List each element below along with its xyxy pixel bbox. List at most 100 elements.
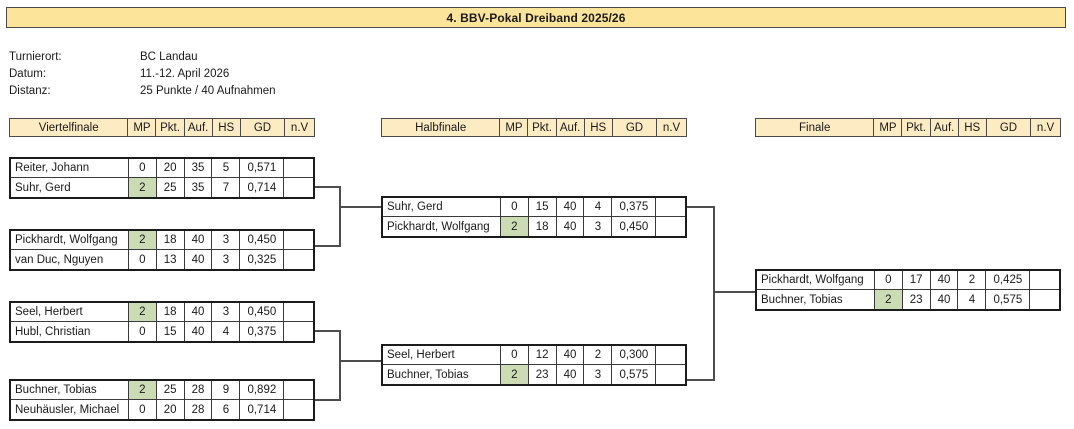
- table-row[interactable]: van Duc, Nguyen 0 13 40 3 0,325: [11, 250, 313, 269]
- cell-gd: 0,450: [612, 217, 657, 236]
- cell-hs: 5: [212, 159, 241, 177]
- cell-nv: [284, 231, 313, 249]
- cell-gd: 0,571: [240, 159, 285, 177]
- info-row-date: Datum: 11.-12. April 2026: [9, 65, 349, 82]
- cell-gd: 0,375: [240, 322, 285, 341]
- table-row[interactable]: Reiter, Johann 0 20 35 5 0,571: [11, 159, 313, 178]
- column-header-pkt: Pkt.: [156, 119, 185, 136]
- cell-gd: 0,300: [612, 346, 657, 364]
- column-header-hs: HS: [585, 119, 613, 136]
- cell-pkt: 15: [157, 322, 185, 341]
- cell-hs: 3: [584, 217, 613, 236]
- cell-auf: 40: [185, 231, 213, 249]
- column-header-auf: Auf.: [557, 119, 585, 136]
- bracket-connector-vert-final: [713, 206, 715, 381]
- cell-hs: 3: [212, 231, 241, 249]
- table-row[interactable]: Suhr, Gerd 0 15 40 4 0,375: [383, 198, 685, 217]
- bracket-connector-final-in: [713, 291, 757, 293]
- cell-nv: [284, 250, 313, 269]
- cell-mp: 0: [501, 346, 529, 364]
- cell-gd: 0,575: [986, 290, 1031, 309]
- match-semifinal-2[interactable]: Seel, Herbert 0 12 40 2 0,300 Buchner, T…: [381, 344, 687, 386]
- cell-pkt: 13: [157, 250, 185, 269]
- bracket-connector-qf3: [315, 330, 341, 332]
- match-quarterfinal-3[interactable]: Seel, Herbert 2 18 40 3 0,450 Hubl, Chri…: [9, 301, 315, 343]
- cell-nv: [284, 400, 313, 419]
- column-header-mp: MP: [500, 119, 529, 136]
- column-header-nv: n.V: [662, 121, 681, 134]
- cell-auf: 40: [185, 303, 213, 321]
- cell-nv: [656, 346, 685, 364]
- match-quarterfinal-4[interactable]: Buchner, Tobias 2 25 28 9 0,892 Neuhäusl…: [9, 379, 315, 421]
- cell-nv: [284, 303, 313, 321]
- bracket-connector-sf2-in: [339, 360, 383, 362]
- column-header-nv: n.V: [290, 121, 309, 134]
- table-row[interactable]: Suhr, Gerd 2 25 35 7 0,714: [11, 178, 313, 197]
- player-name: Seel, Herbert: [11, 303, 129, 321]
- cell-auf: 40: [557, 365, 585, 384]
- cell-nv: [656, 217, 685, 236]
- table-row[interactable]: Pickhardt, Wolfgang 2 18 40 3 0,450: [11, 231, 313, 250]
- match-quarterfinal-1[interactable]: Reiter, Johann 0 20 35 5 0,571 Suhr, Ger…: [9, 157, 315, 199]
- cell-hs: 9: [212, 381, 241, 399]
- match-final[interactable]: Pickhardt, Wolfgang 0 17 40 2 0,425 Buch…: [755, 269, 1061, 311]
- cell-nv: [656, 198, 685, 216]
- cell-mp: 2: [500, 217, 529, 236]
- info-value-venue: BC Landau: [140, 50, 198, 63]
- cell-gd: 0,892: [240, 381, 285, 399]
- player-name: Seel, Herbert: [383, 346, 501, 364]
- table-row[interactable]: Neuhäusler, Michael 0 20 28 6 0,714: [11, 400, 313, 419]
- cell-nv: [284, 381, 313, 399]
- bracket-connector-qf1: [315, 186, 341, 188]
- table-row[interactable]: Hubl, Christian 0 15 40 4 0,375: [11, 322, 313, 341]
- cell-gd: 0,325: [240, 250, 285, 269]
- cell-auf: 40: [931, 271, 959, 289]
- cell-hs: 3: [212, 250, 241, 269]
- match-semifinal-1[interactable]: Suhr, Gerd 0 15 40 4 0,375 Pickhardt, Wo…: [381, 196, 687, 238]
- table-row[interactable]: Seel, Herbert 0 12 40 2 0,300: [383, 346, 685, 365]
- table-row[interactable]: Pickhardt, Wolfgang 2 18 40 3 0,450: [383, 217, 685, 236]
- cell-auf: 40: [557, 198, 585, 216]
- cell-mp: 2: [128, 381, 157, 399]
- cell-gd: 0,714: [240, 400, 285, 419]
- column-header-pkt: Pkt.: [528, 119, 557, 136]
- cell-auf: 28: [185, 381, 213, 399]
- column-header-hs: HS: [959, 119, 987, 136]
- player-name: Suhr, Gerd: [383, 198, 501, 216]
- table-row[interactable]: Seel, Herbert 2 18 40 3 0,450: [11, 303, 313, 322]
- table-row[interactable]: Pickhardt, Wolfgang 0 17 40 2 0,425: [757, 271, 1059, 290]
- column-header-auf: Auf.: [931, 119, 959, 136]
- cell-auf: 35: [185, 159, 213, 177]
- cell-hs: 3: [212, 303, 241, 321]
- player-name: Buchner, Tobias: [11, 381, 129, 399]
- cell-mp: 2: [128, 231, 157, 249]
- player-name: Buchner, Tobias: [757, 290, 875, 309]
- cell-hs: 7: [212, 178, 241, 197]
- table-row[interactable]: Buchner, Tobias 2 23 40 4 0,575: [757, 290, 1059, 309]
- column-header-gd: GD: [987, 119, 1032, 136]
- cell-auf: 35: [185, 178, 213, 197]
- cell-auf: 28: [185, 400, 213, 419]
- match-quarterfinal-2[interactable]: Pickhardt, Wolfgang 2 18 40 3 0,450 van …: [9, 229, 315, 271]
- cell-pkt: 20: [157, 159, 185, 177]
- round-title-quarterfinal: Viertelfinale: [10, 119, 129, 136]
- tournament-info: Turnierort: BC Landau Datum: 11.-12. Apr…: [9, 48, 349, 99]
- table-row[interactable]: Buchner, Tobias 2 23 40 3 0,575: [383, 365, 685, 384]
- table-row[interactable]: Buchner, Tobias 2 25 28 9 0,892: [11, 381, 313, 400]
- column-header-mp: MP: [874, 119, 903, 136]
- cell-pkt: 15: [529, 198, 557, 216]
- cell-auf: 40: [557, 217, 585, 236]
- cell-mp: 2: [128, 303, 157, 321]
- bracket-connector-qf4: [315, 399, 341, 401]
- cell-gd: 0,575: [612, 365, 657, 384]
- player-name: Pickhardt, Wolfgang: [757, 271, 875, 289]
- cell-mp: 2: [128, 178, 157, 197]
- cell-hs: 4: [584, 198, 613, 216]
- column-header-mp: MP: [128, 119, 157, 136]
- info-label-venue: Turnierort:: [9, 50, 62, 63]
- cell-hs: 2: [958, 271, 987, 289]
- round-header-final: Finale MP Pkt. Auf. HS GD n.V: [755, 118, 1061, 137]
- cell-hs: 6: [212, 400, 241, 419]
- cell-nv: [1030, 290, 1059, 309]
- cell-gd: 0,714: [240, 178, 285, 197]
